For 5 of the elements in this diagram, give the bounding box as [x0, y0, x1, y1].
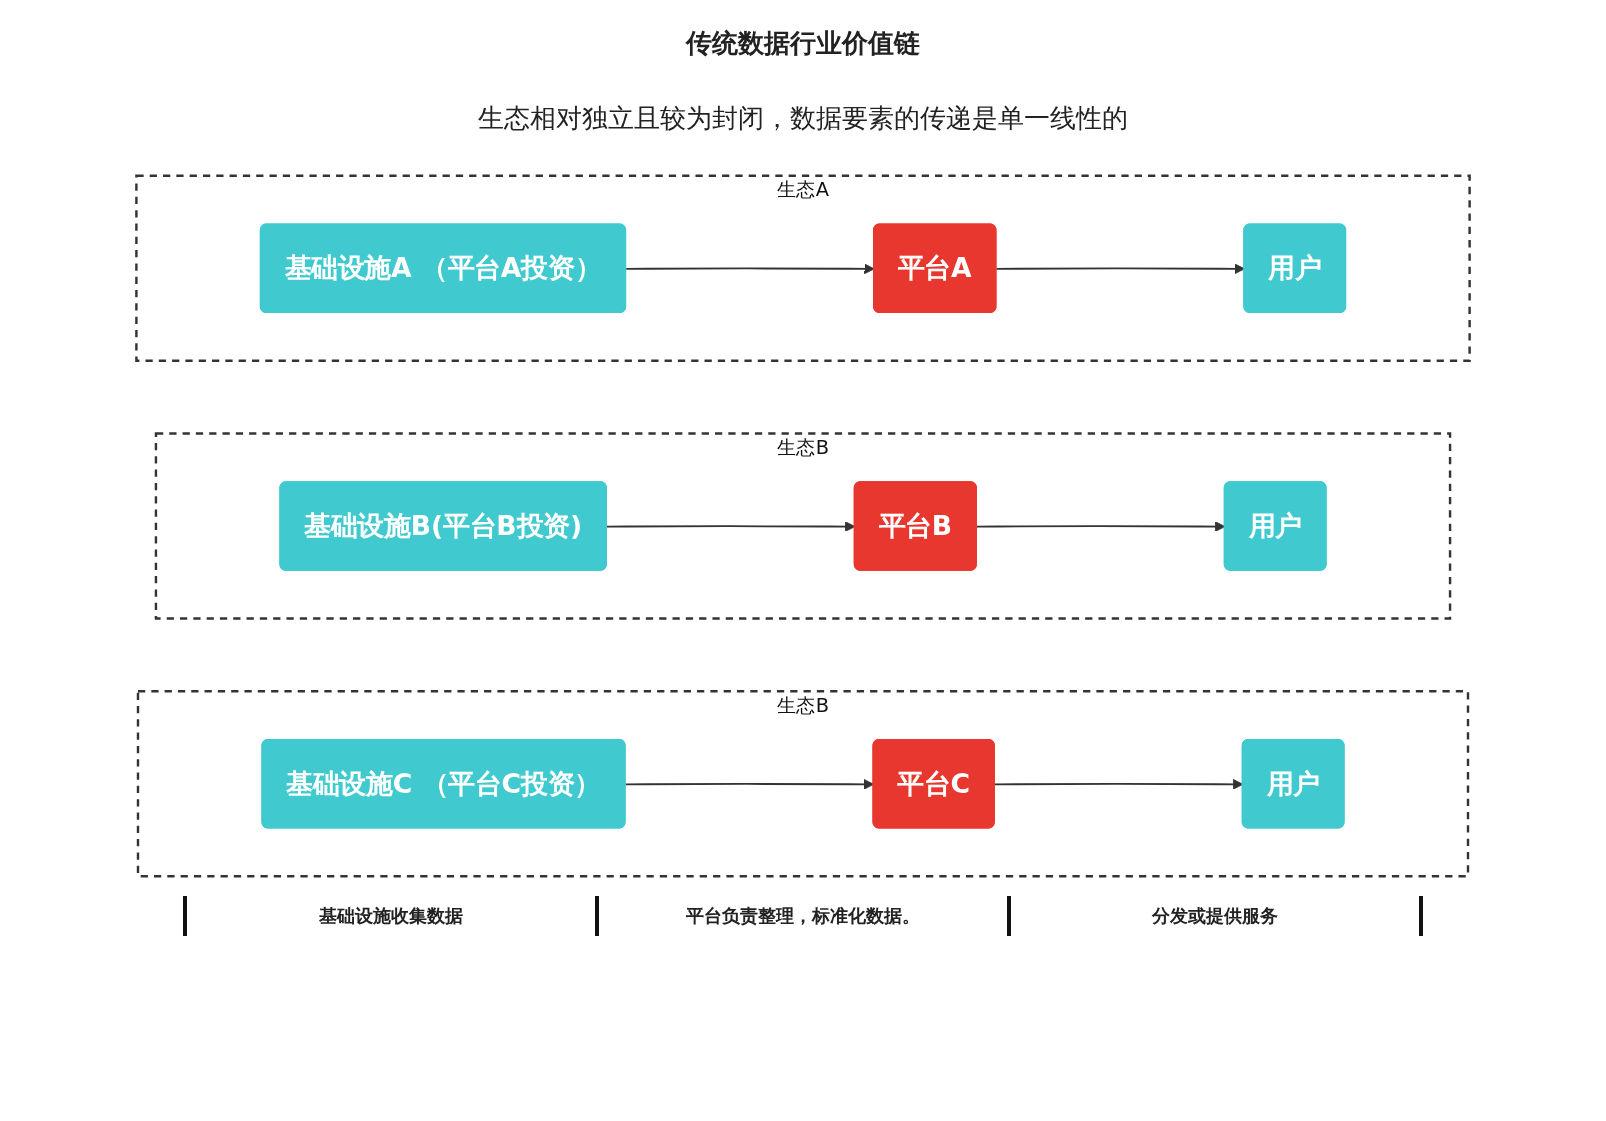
- title: 传统数据行业价值链: [684, 27, 921, 60]
- stage-label: 基础设施收集数据: [319, 904, 463, 928]
- stage-label: 平台负责整理，标准化数据。: [686, 904, 920, 928]
- subtitle: 生态相对独立且较为封闭，数据要素的传递是单一线性的: [477, 102, 1129, 135]
- stage-label: 分发或提供服务: [1152, 904, 1278, 928]
